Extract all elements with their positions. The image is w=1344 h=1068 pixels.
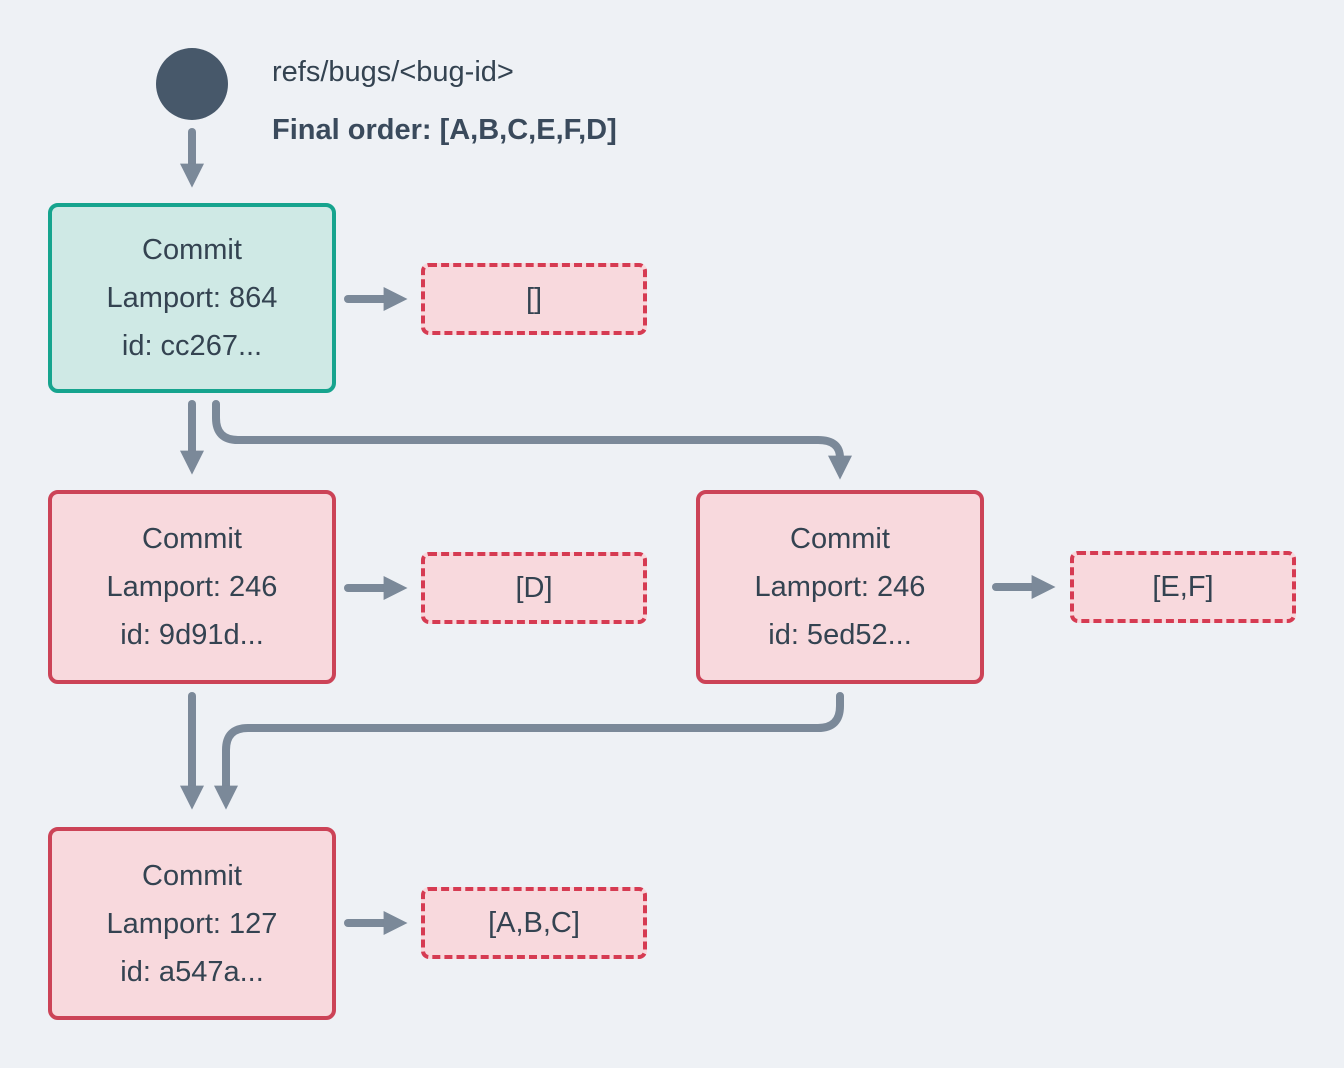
commit-id: id: cc267...	[121, 330, 263, 362]
commit-id: id: a547a...	[120, 955, 264, 988]
payload-box-bottom: [A,B,C]	[421, 887, 647, 959]
payload-box-right: [E,F]	[1070, 551, 1296, 623]
commit-title: Commit	[142, 859, 242, 892]
payload-text: [D]	[515, 571, 553, 604]
commit-id: id: 5ed52...	[768, 619, 912, 651]
payload-box-head: []	[421, 263, 647, 335]
commit-title: Commit	[790, 523, 890, 555]
payload-box-left: [D]	[421, 552, 647, 624]
payload-text: []	[525, 282, 543, 315]
commit-title: Commit	[142, 234, 242, 266]
commit-node-right: Commit Lamport: 246 id: 5ed52...	[696, 490, 984, 684]
commit-title: Commit	[142, 523, 242, 555]
arrow-right-commit-to-bottom-commit	[214, 692, 844, 810]
commit-node-left: Commit Lamport: 246 id: 9d91d...	[48, 490, 336, 684]
commit-lamport: Lamport: 246	[754, 571, 926, 603]
commit-lamport: Lamport: 246	[106, 571, 278, 603]
commit-lamport: Lamport: 864	[106, 282, 278, 314]
commit-id: id: 9d91d...	[120, 619, 264, 651]
arrow-head-to-right-commit	[212, 400, 852, 480]
final-order-label: Final order: [A,B,C,E,F,D]	[272, 114, 617, 146]
commit-node-head: Commit Lamport: 864 id: cc267...	[48, 203, 336, 393]
payload-text: [A,B,C]	[488, 906, 580, 939]
payload-text: [E,F]	[1152, 570, 1214, 603]
branch-ref-label: refs/bugs/<bug-id>	[272, 56, 514, 88]
commit-node-bottom: Commit Lamport: 127 id: a547a...	[48, 827, 336, 1020]
commit-lamport: Lamport: 127	[106, 907, 278, 940]
branch-ref-circle	[156, 48, 228, 120]
